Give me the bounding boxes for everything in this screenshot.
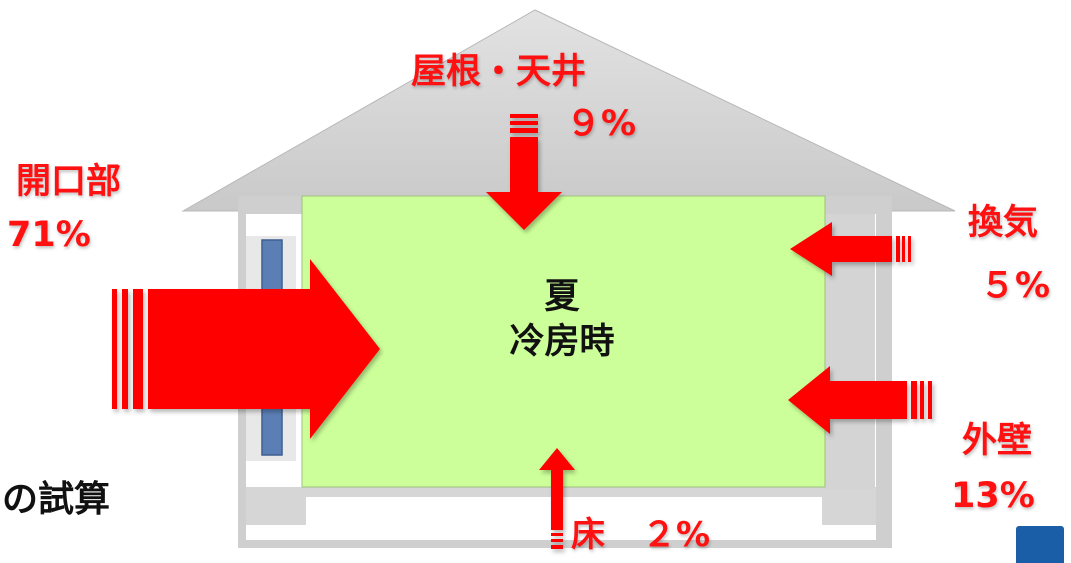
ventilation-arrow bbox=[790, 222, 911, 276]
cropped-caption: の試算 bbox=[2, 479, 111, 520]
ventilation-label: 換気 bbox=[968, 203, 1039, 243]
opening-label: 開口部 bbox=[16, 162, 122, 202]
roof-value: ９% bbox=[566, 104, 637, 144]
floor-void bbox=[306, 497, 822, 539]
room-interior bbox=[301, 195, 826, 488]
floor-arrow bbox=[539, 448, 575, 549]
floor-label: 床 bbox=[571, 515, 605, 555]
wall-label: 外壁 bbox=[962, 421, 1033, 461]
roof-arrow bbox=[486, 114, 562, 230]
corner-badge bbox=[1016, 526, 1064, 563]
ventilation-value: ５% bbox=[980, 266, 1051, 306]
roof-label: 屋根・天井 bbox=[411, 52, 587, 92]
floor-value: ２% bbox=[642, 515, 711, 555]
mode-label: 冷房時 bbox=[509, 322, 615, 362]
wall-value: 13% bbox=[951, 476, 1035, 516]
opening-arrow bbox=[112, 259, 380, 439]
season-label: 夏 bbox=[544, 277, 580, 317]
wall-arrow bbox=[788, 366, 932, 434]
opening-value: 71% bbox=[7, 215, 91, 255]
